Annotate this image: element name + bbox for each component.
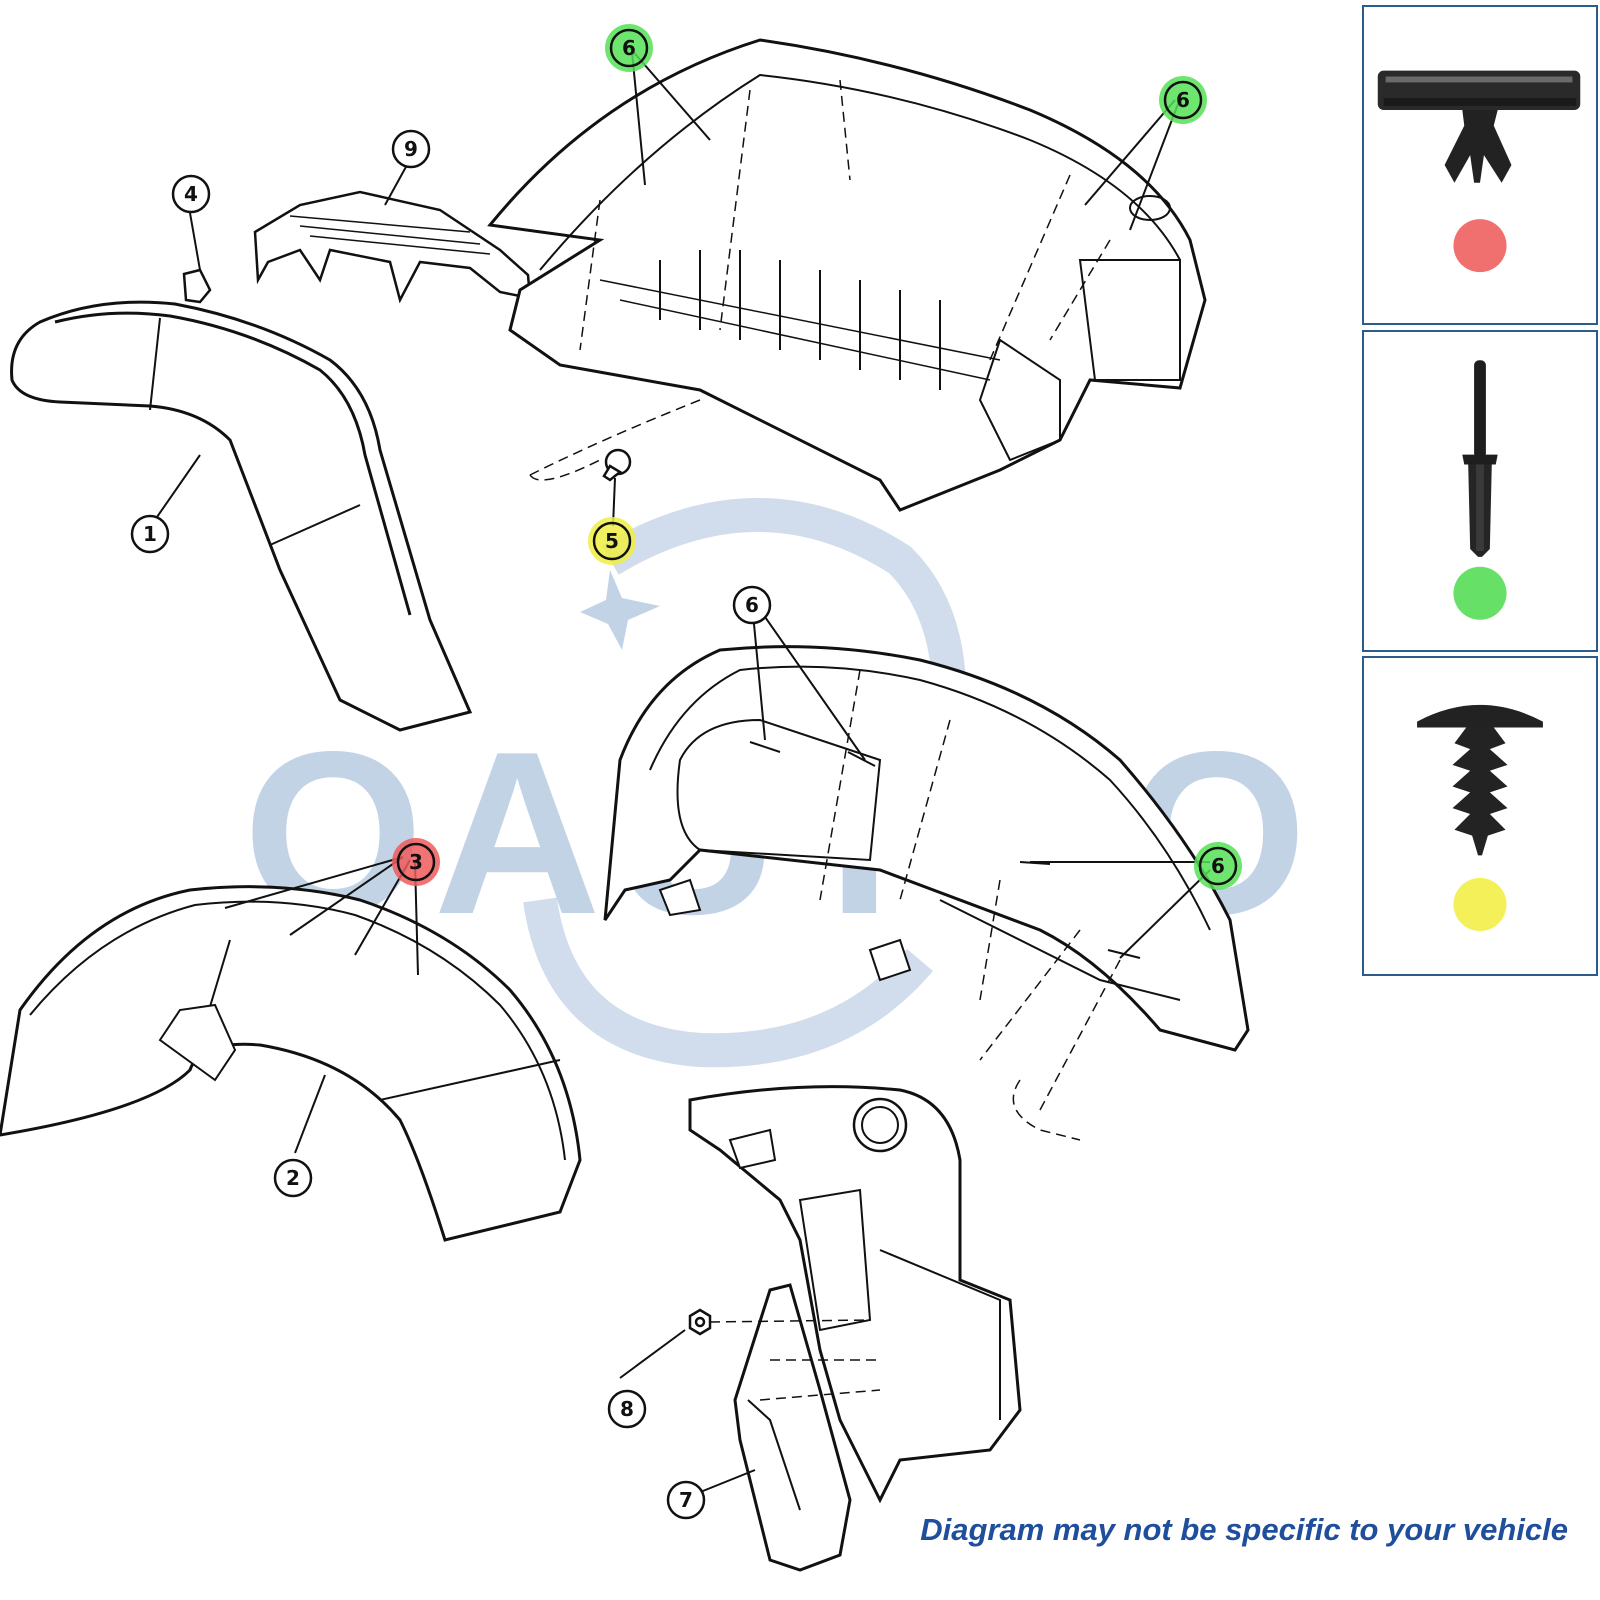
guide-lines-lower bbox=[709, 1319, 881, 1401]
legend-panel-tree-clip bbox=[1362, 656, 1598, 976]
svg-text:1: 1 bbox=[143, 522, 157, 546]
guide-lines-middle bbox=[819, 669, 1121, 1141]
callout-4: 4 bbox=[171, 174, 211, 214]
rear-frame-assembly bbox=[688, 1085, 1022, 1504]
svg-text:3: 3 bbox=[409, 850, 423, 874]
legend-dot-green bbox=[1453, 566, 1507, 620]
callout-1: 1 bbox=[130, 514, 170, 554]
part-1-fender-flare bbox=[10, 300, 473, 732]
callout-6-middle-right: 6 bbox=[1198, 846, 1238, 886]
callout-6-top-left: 6 bbox=[609, 28, 649, 68]
callout-6-middle-left: 6 bbox=[732, 585, 772, 625]
guide-lines-upper bbox=[529, 79, 1111, 481]
disclaimer-text: Diagram may not be specific to your vehi… bbox=[920, 1512, 1568, 1547]
legend-panel-push-rivet bbox=[1362, 330, 1598, 652]
part-7-mud-flap bbox=[733, 1283, 852, 1572]
part-8-nut bbox=[688, 1308, 712, 1336]
middle-rivets bbox=[749, 741, 1141, 959]
christmas-tree-clip-icon bbox=[1417, 704, 1543, 856]
svg-text:6: 6 bbox=[622, 36, 636, 60]
svg-text:8: 8 bbox=[620, 1397, 634, 1421]
svg-text:7: 7 bbox=[679, 1488, 693, 1512]
callout-3: 3 bbox=[396, 842, 436, 882]
svg-text:6: 6 bbox=[745, 593, 759, 617]
push-pin-rivet-icon bbox=[1462, 360, 1498, 557]
part-4-clip bbox=[182, 268, 212, 304]
callout-2: 2 bbox=[273, 1158, 313, 1198]
watermark-star bbox=[580, 570, 660, 650]
part-2-fender-flare bbox=[0, 885, 582, 1242]
part-5-retainer bbox=[602, 448, 632, 482]
svg-text:6: 6 bbox=[1211, 854, 1225, 878]
rear-bumper-upper-assembly bbox=[487, 38, 1207, 512]
legend-panel-push-clip bbox=[1362, 5, 1598, 325]
callout-5: 5 bbox=[592, 521, 632, 561]
callout-7: 7 bbox=[666, 1480, 706, 1520]
part-9-bracket bbox=[253, 190, 532, 304]
svg-text:9: 9 bbox=[404, 137, 418, 161]
svg-text:2: 2 bbox=[286, 1166, 300, 1190]
legend-dot-yellow bbox=[1453, 877, 1507, 932]
svg-text:6: 6 bbox=[1176, 88, 1190, 112]
callout-9: 9 bbox=[391, 129, 431, 169]
callout-6-top-right: 6 bbox=[1163, 80, 1203, 120]
legend-dot-red bbox=[1453, 219, 1507, 273]
svg-text:5: 5 bbox=[605, 529, 619, 553]
leader-lines bbox=[156, 47, 1211, 1498]
push-clip-retainer-icon bbox=[1377, 70, 1581, 183]
rear-bumper-lower-assembly bbox=[603, 645, 1250, 1052]
callout-8: 8 bbox=[607, 1389, 647, 1429]
svg-text:4: 4 bbox=[184, 182, 198, 206]
